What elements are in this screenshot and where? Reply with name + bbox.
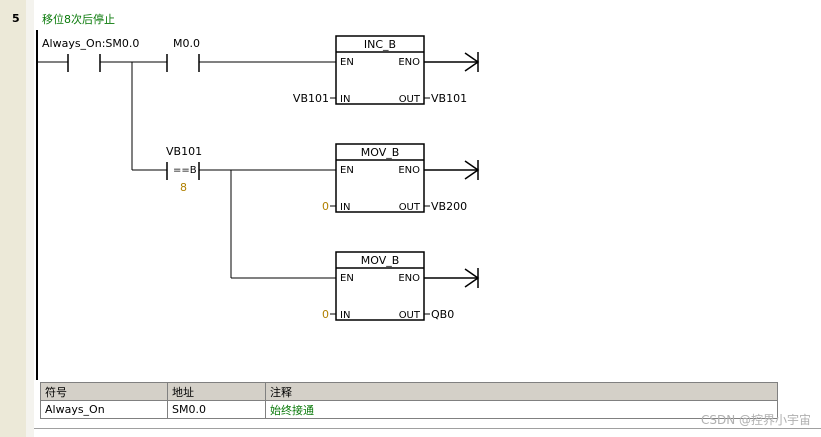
box-title: MOV_B (361, 254, 400, 267)
box-eno-pin: ENO (398, 165, 420, 176)
compare-operand-label: VB101 (166, 145, 202, 158)
box-en-pin: EN (340, 57, 354, 68)
in-operand[interactable]: 0 (322, 200, 329, 213)
function-box-mov-b-2[interactable] (335, 251, 425, 321)
compare-value-label: 8 (180, 181, 187, 194)
header-symbol[interactable]: 符号 (40, 382, 168, 401)
network-gutter (0, 0, 26, 437)
cell-address[interactable]: SM0.0 (167, 400, 266, 419)
contact-m0-label: M0.0 (173, 37, 200, 50)
compare-operator-label: ==B (173, 165, 197, 176)
contact-m0-0[interactable] (166, 54, 200, 72)
cell-symbol[interactable]: Always_On (40, 400, 168, 419)
eno-arrow-icon (464, 268, 480, 288)
network-number[interactable]: 5 (12, 12, 20, 25)
symbol-table: 符号 地址 注释 Always_On SM0.0 始终接通 (40, 382, 778, 419)
gutter-strip (26, 0, 34, 437)
out-operand[interactable]: VB101 (431, 92, 467, 105)
in-operand[interactable]: VB101 (293, 92, 329, 105)
box-eno-pin: ENO (398, 57, 420, 68)
box-title: MOV_B (361, 146, 400, 159)
box-in-pin: IN (340, 94, 350, 105)
network-title[interactable]: 移位8次后停止 (42, 13, 115, 26)
box-in-pin: IN (340, 310, 350, 321)
eno-arrow-icon (464, 52, 480, 72)
box-eno-pin: ENO (398, 273, 420, 284)
box-out-pin: OUT (399, 310, 421, 321)
box-in-pin: IN (340, 202, 350, 213)
in-operand[interactable]: 0 (322, 308, 329, 321)
out-operand[interactable]: VB200 (431, 200, 467, 213)
eno-arrow-icon (464, 160, 480, 180)
contact-always-on-label: Always_On:SM0.0 (42, 37, 139, 50)
table-row[interactable]: Always_On SM0.0 始终接通 (40, 400, 778, 419)
box-title: INC_B (364, 38, 396, 51)
function-box-mov-b-1[interactable] (335, 143, 425, 213)
header-comment[interactable]: 注释 (265, 382, 778, 401)
function-box-inc-b[interactable] (335, 35, 425, 105)
box-out-pin: OUT (399, 94, 421, 105)
box-en-pin: EN (340, 165, 354, 176)
header-address[interactable]: 地址 (167, 382, 266, 401)
contact-always-on[interactable] (67, 54, 101, 72)
watermark-text: CSDN @控界小宇宙 (700, 413, 811, 427)
cell-comment[interactable]: 始终接通 (265, 400, 778, 419)
box-en-pin: EN (340, 273, 354, 284)
box-out-pin: OUT (399, 202, 421, 213)
compare-contact[interactable] (166, 162, 200, 180)
symbol-table-header: 符号 地址 注释 (40, 382, 778, 401)
out-operand[interactable]: QB0 (431, 308, 454, 321)
divider (34, 428, 821, 429)
